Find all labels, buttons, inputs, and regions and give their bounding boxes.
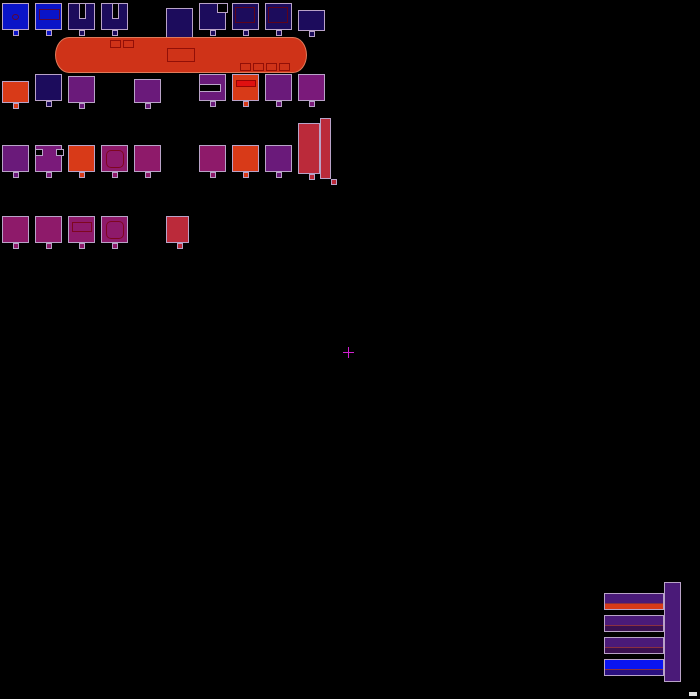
room-tile[interactable]	[35, 74, 62, 107]
room-tile[interactable]	[68, 145, 95, 178]
room-tile[interactable]	[68, 3, 95, 36]
room-tile[interactable]	[101, 216, 128, 249]
room-tile[interactable]	[166, 8, 193, 44]
room-tile[interactable]	[134, 145, 161, 178]
room-tile[interactable]	[298, 10, 325, 37]
room-tile[interactable]	[298, 123, 320, 180]
ship-bay[interactable]	[604, 593, 664, 610]
room-tile[interactable]	[35, 216, 62, 249]
ship-bay[interactable]	[604, 659, 664, 676]
room-tile[interactable]	[232, 145, 259, 178]
room-tile[interactable]	[2, 216, 29, 249]
room-tile[interactable]	[68, 216, 95, 249]
ship-spine[interactable]	[664, 582, 681, 682]
room-tile[interactable]	[101, 3, 128, 36]
room-tile[interactable]	[265, 3, 292, 36]
room-tile[interactable]	[35, 145, 64, 178]
room-tile[interactable]	[134, 79, 161, 109]
room-tile[interactable]	[2, 81, 29, 109]
ship-bay[interactable]	[604, 637, 664, 654]
room-tile[interactable]	[101, 145, 128, 178]
room-tile[interactable]	[298, 74, 325, 107]
room-tile[interactable]	[265, 74, 292, 107]
ship-bay[interactable]	[604, 615, 664, 632]
crosshair-cursor	[343, 347, 354, 358]
room-tile[interactable]	[232, 74, 259, 107]
room-tile[interactable]	[68, 76, 95, 109]
room-tile[interactable]	[166, 216, 189, 249]
room-tile[interactable]	[199, 3, 228, 36]
room-tile[interactable]	[199, 74, 226, 107]
room-tile[interactable]	[2, 3, 29, 36]
corner-icon	[689, 692, 697, 696]
room-tile[interactable]	[35, 3, 62, 36]
room-tile[interactable]	[2, 145, 29, 178]
room-tile[interactable]	[232, 3, 259, 36]
room-tile-bar[interactable]	[320, 118, 337, 185]
room-tile[interactable]	[199, 145, 226, 178]
room-tile[interactable]	[265, 145, 292, 178]
hull-capsule[interactable]	[55, 37, 307, 73]
